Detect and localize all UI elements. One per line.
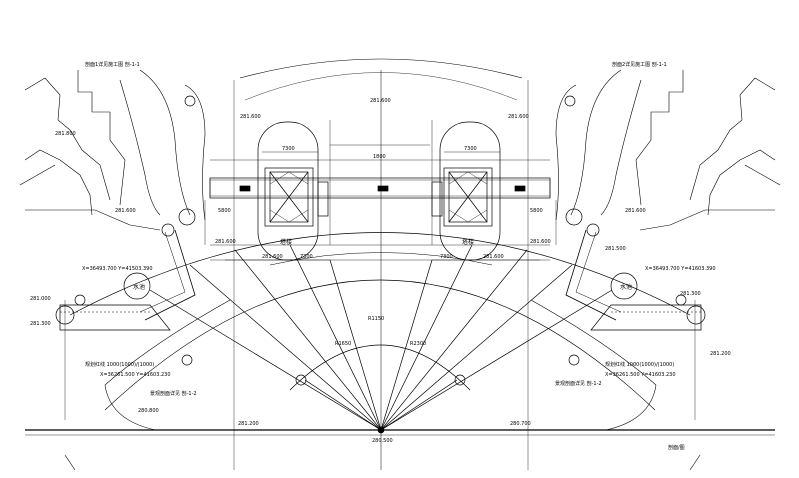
label-tower-right: 塔楼 <box>462 238 474 246</box>
elev-bottom-center-point: 280.500 <box>372 438 393 444</box>
dim-right-tower: 7300 <box>464 146 477 152</box>
left-path <box>55 208 231 386</box>
elev-left-2: 281.300 <box>30 321 51 327</box>
markers <box>181 95 580 434</box>
elev-bottom-center: 281.200 <box>238 421 259 427</box>
elev-top-center-right: 281.600 <box>508 114 529 120</box>
elev-tower-right: 281.600 <box>483 254 504 260</box>
note-left: 规划红线 1000(1000)/(1000) <box>85 361 154 368</box>
elev-left-3: 281.800 <box>55 131 76 137</box>
elev-bridge-right: 281.600 <box>530 239 551 245</box>
dim-radius-3: R2300 <box>410 341 426 347</box>
elev-top-center-left: 281.600 <box>370 98 391 104</box>
dim-right-side: 5800 <box>530 208 543 214</box>
section-mark-top-left: 剖面1详见施工图 剖-1-1 <box>85 61 140 68</box>
elev-left-1: 281.000 <box>30 296 51 302</box>
dimension-lines <box>64 120 696 420</box>
dim-radius-1: R1150 <box>368 316 384 322</box>
section-mark-bottom-right: 景观剖面详见 剖-1-2 <box>555 380 602 387</box>
center-axis <box>233 70 529 470</box>
coord-left-b: X=36261.500 Y=41603.230 <box>100 372 171 378</box>
top-arcs <box>239 58 523 101</box>
elev-top-left-far: 281.600 <box>240 114 261 120</box>
note-right: 规划红线 1000(1000)/(1000) <box>605 361 674 368</box>
coord-right-b: X=36261.500 Y=41603.230 <box>605 372 676 378</box>
left-contours <box>19 69 206 231</box>
dim-right-bottom: 7300 <box>440 254 453 260</box>
elev-bottom-left: 280.800 <box>138 408 159 414</box>
bottom-corners <box>64 384 701 471</box>
elev-tower-left: 281.600 <box>262 254 283 260</box>
dim-radius-2: R1650 <box>335 341 351 347</box>
elev-right-3: 281.200 <box>710 351 731 357</box>
dim-left-side: 5800 <box>218 208 231 214</box>
dim-left-bottom: 7300 <box>300 254 313 260</box>
dim-left-tower: 7300 <box>282 146 295 152</box>
dim-span-top: 1800 <box>373 154 386 160</box>
section-mark-bottom-left: 景观剖面详见 剖-1-2 <box>150 390 197 397</box>
right-contours <box>555 69 781 231</box>
elev-right-2: 281.300 <box>680 291 701 297</box>
ground-line <box>25 429 775 436</box>
tag-bottom-right: 剖面/图 <box>668 444 685 451</box>
label-pond-right: 水池 <box>620 283 632 291</box>
radial-lines <box>149 244 613 431</box>
elev-mid-right: 281.600 <box>625 208 646 214</box>
label-pond-left: 水池 <box>133 283 145 291</box>
elev-right-1: 281.500 <box>605 246 626 252</box>
text-labels: 剖面1详见施工图 剖-1-1 剖面2详见施工图 剖-1-1 景观剖面详见 剖-1… <box>30 61 731 451</box>
elev-mid-left: 281.600 <box>115 208 136 214</box>
elev-bridge-left: 281.600 <box>215 239 236 245</box>
section-mark-top-right: 剖面2详见施工图 剖-1-1 <box>612 61 667 68</box>
label-tower-left: 塔楼 <box>280 238 292 246</box>
right-path <box>530 208 706 386</box>
elev-bottom-right: 280.700 <box>510 421 531 427</box>
right-tower <box>431 121 501 261</box>
fan-arcs <box>69 232 691 411</box>
coord-left-a: X=36493.700 Y=41503.390 <box>82 266 153 272</box>
coord-right-a: X=36493.700 Y=41603.390 <box>645 266 716 272</box>
